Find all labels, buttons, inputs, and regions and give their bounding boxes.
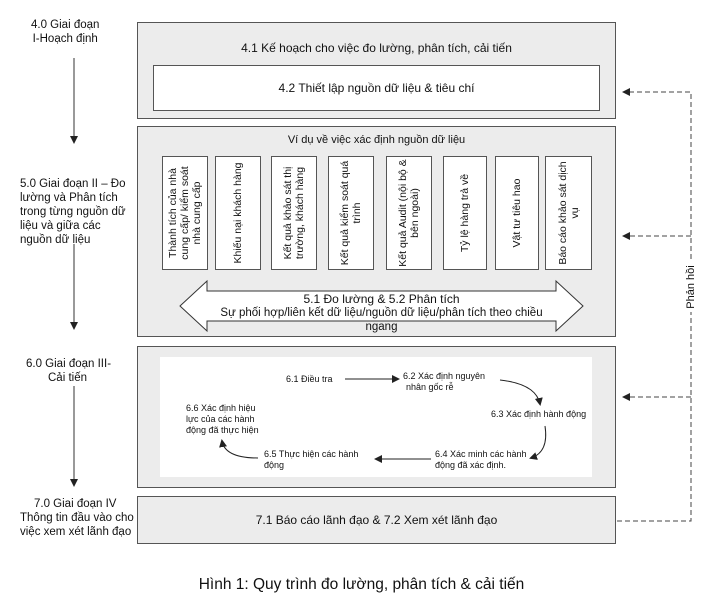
- source-market-survey: Kết quả khảo sát thị trường, khách hàng: [271, 156, 317, 270]
- phase-4-label: 4.0 Giai đoạn I-Hoạch định: [31, 18, 99, 46]
- feedback-label: Phản hồi: [685, 265, 697, 309]
- phase-5-line: lường và Phân tích: [20, 192, 118, 204]
- step-6-1: 6.1 Điều tra: [286, 374, 333, 384]
- phase-7-line: Thông tin đầu vào cho: [20, 512, 134, 524]
- step-6-2: 6.2 Xác định nguyên nhân gốc rễ: [403, 371, 485, 393]
- source-process-control: Kết quả kiểm soát quá trình: [328, 156, 374, 270]
- arrow-line-1: 5.1 Đo lường & 5.2 Phân tích: [303, 292, 460, 306]
- phase-5-line: 5.0 Giai đoạn II – Đo: [20, 178, 126, 190]
- cycle-arrow-icon: [529, 425, 547, 460]
- step-6-6-line: lực của các hành: [186, 414, 255, 424]
- phase-6-line: Cải tiến: [48, 372, 87, 384]
- step-6-5: 6.5 Thực hiện các hành động: [264, 449, 358, 471]
- source-returns: Tỷ lệ hàng trả về: [443, 156, 487, 270]
- step-6-6-line: động đã thực hiện: [186, 425, 259, 435]
- phase-6-line: 6.0 Giai đoạn III-: [26, 358, 112, 370]
- step-6-4-line: 6.4 Xác minh các hành: [435, 449, 527, 459]
- phase-4-line: 4.0 Giai đoạn: [31, 19, 100, 31]
- planning-panel: 4.1 Kế hoạch cho việc đo lường, phân tíc…: [137, 22, 616, 119]
- step-6-5-line: động: [264, 460, 285, 470]
- phase-5-line: liệu và giữa các: [20, 220, 101, 232]
- step-7-1: 7.1 Báo cáo lãnh đạo & 7.2 Xem xét lãnh …: [255, 513, 498, 527]
- phase-4-line: I-Hoạch định: [32, 33, 98, 45]
- step-6-4-line: động đã xác định.: [435, 460, 507, 470]
- data-sources-title: Ví dụ về việc xác định nguồn dữ liệu: [287, 134, 466, 146]
- phase-7-label: 7.0 Giai đoạn IV Thông tin đầu vào cho v…: [20, 497, 134, 539]
- step-4-2: 4.2 Thiết lập nguồn dữ liệu & tiêu chí: [153, 65, 600, 111]
- source-audit: Kết quả Audit (nội bộ & bên ngoài): [386, 156, 432, 270]
- feedback-label-bg: [684, 262, 698, 312]
- source-consumables: Vật tư tiêu hao: [495, 156, 539, 270]
- double-arrow-icon: [179, 279, 584, 333]
- step-6-5-line: 6.5 Thực hiện các hành: [264, 449, 359, 459]
- measurement-analysis-label: 5.1 Đo lường & 5.2 Phân tích Sự phối hợp…: [207, 292, 556, 334]
- step-6-6: 6.6 Xác định hiệu lực của các hành động …: [186, 403, 259, 436]
- source-service-survey: Báo cáo khảo sát dịch vụ: [545, 156, 592, 270]
- step-6-2-line: nhân gốc rễ: [406, 382, 454, 392]
- phase-5-line: nguồn dữ liệu: [20, 234, 91, 246]
- step-4-1: 4.1 Kế hoạch cho việc đo lường, phân tíc…: [241, 41, 512, 55]
- step-6-2-line: 6.2 Xác định nguyên: [403, 371, 486, 381]
- step-6-3: 6.3 Xác định hành động: [491, 409, 587, 419]
- phase-6-label: 6.0 Giai đoạn III- Cải tiến: [26, 357, 111, 385]
- figure-caption: Hình 1: Quy trình đo lường, phân tích & …: [198, 576, 525, 593]
- source-supplier: Thành tích của nhà cung cấp/ kiểm soát n…: [162, 156, 208, 270]
- phase-5-line: trong từng nguồn dữ: [20, 206, 126, 218]
- phase-5-label: 5.0 Giai đoạn II – Đo lường và Phân tích…: [20, 177, 126, 247]
- phase-7-line: việc xem xét lãnh đạo: [20, 526, 132, 538]
- cycle-arrow-icon: [499, 379, 543, 406]
- phase-7-line: 7.0 Giai đoạn IV: [34, 498, 117, 510]
- step-6-6-line: 6.6 Xác định hiệu: [186, 403, 256, 413]
- source-complaints: Khiếu nại khách hàng: [215, 156, 261, 270]
- cycle-arrow-icon: [219, 439, 259, 459]
- review-panel: 7.1 Báo cáo lãnh đạo & 7.2 Xem xét lãnh …: [137, 496, 616, 544]
- feedback-loop-line: [617, 88, 692, 522]
- step-6-4: 6.4 Xác minh các hành động đã xác định.: [435, 449, 527, 471]
- arrow-line-2: Sự phối hợp/liên kết dữ liệu/nguồn dữ li…: [220, 307, 543, 333]
